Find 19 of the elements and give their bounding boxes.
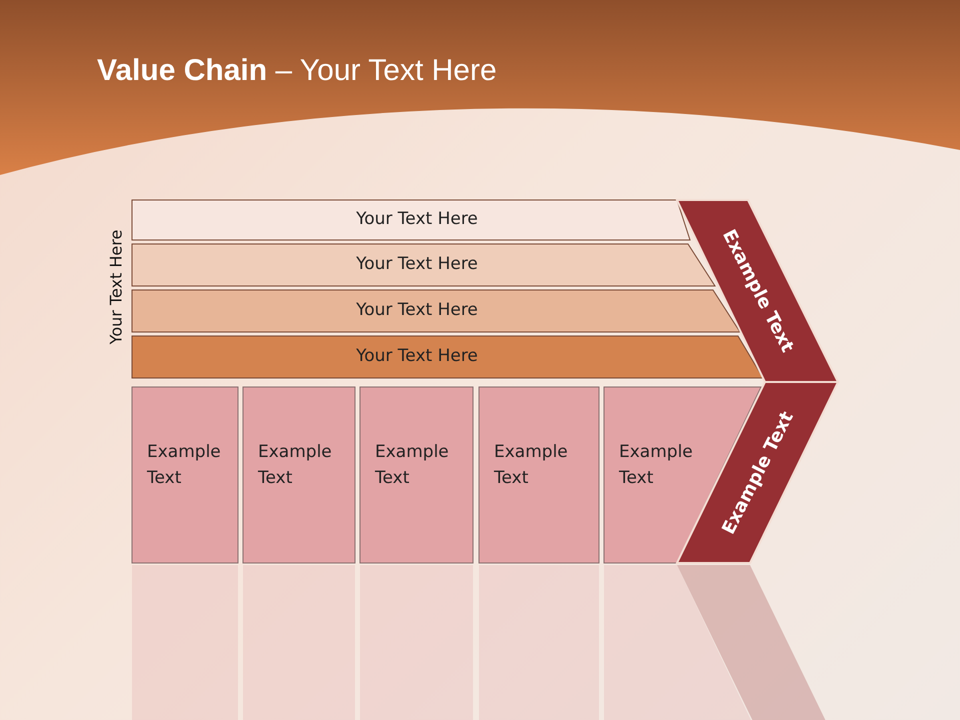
slide-title: Value Chain – Your Text Here [97, 54, 497, 88]
box-label: Example Text [258, 441, 333, 490]
activity-box [360, 387, 474, 564]
activity-bar [132, 244, 717, 286]
bar-label: Your Text Here [355, 209, 479, 229]
activity-box [132, 387, 239, 564]
bar-label: Your Text Here [355, 300, 479, 320]
activity-box [243, 387, 356, 564]
bar-label: Your Text Here [355, 346, 479, 366]
chevron-segment [677, 200, 839, 382]
box-label: Example Text [619, 441, 694, 490]
box-label: Example Text [375, 441, 450, 490]
box-label: Example Text [147, 441, 222, 490]
bar-label: Your Text Here [355, 254, 479, 274]
axis-label: Your Text Here [106, 230, 126, 344]
activity-box [479, 387, 600, 564]
activity-bar [132, 336, 765, 378]
box-label: Example Text [494, 441, 569, 490]
activity-bar [132, 200, 692, 240]
